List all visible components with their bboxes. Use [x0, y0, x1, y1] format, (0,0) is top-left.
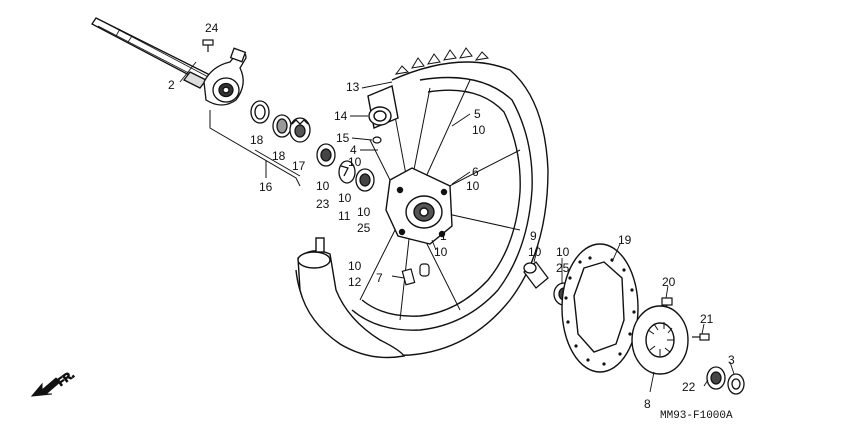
- callout-23: 23: [316, 197, 330, 211]
- callout-7: 7: [376, 271, 383, 285]
- callout-10-j: 10: [556, 245, 570, 259]
- callout-10-f: 10: [357, 205, 371, 219]
- callout-10-e: 10: [338, 191, 352, 205]
- callout-11: 11: [338, 209, 351, 223]
- callout-18-a: 18: [250, 133, 264, 147]
- callout-10-g: 10: [434, 245, 448, 259]
- callout-6: 6: [472, 165, 479, 179]
- side-collar-3: [727, 373, 745, 395]
- callout-13: 13: [346, 80, 360, 94]
- callout-10-i: 10: [528, 245, 542, 259]
- distance-collar-9: [523, 261, 549, 289]
- gear-retainer-17: [289, 117, 311, 143]
- pulser-ring-8: [631, 305, 689, 375]
- callout-22: 22: [682, 380, 696, 394]
- bracket-16: [209, 110, 301, 187]
- screw-21: [692, 333, 710, 341]
- callout-10-b: 10: [472, 123, 486, 137]
- callout-25-a: 25: [357, 221, 371, 235]
- collar-14: [367, 85, 399, 129]
- front-axle: [91, 17, 217, 89]
- callouts: 24 2 13 14 15 4 10 5 10 6 10 18 18 17 16…: [168, 21, 735, 411]
- screw-24: [202, 39, 214, 52]
- speedometer-gearbox: [203, 47, 247, 106]
- callout-10-a: 10: [348, 155, 362, 169]
- callout-17: 17: [292, 159, 306, 173]
- bearing-25a: [355, 168, 375, 192]
- callout-14: 14: [334, 109, 348, 123]
- callout-9: 9: [530, 229, 537, 243]
- washer-18a: [250, 100, 270, 124]
- callout-8: 8: [644, 397, 651, 411]
- brake-disc-19: [561, 243, 639, 373]
- callout-15: 15: [336, 131, 350, 145]
- leader-lines: [179, 61, 735, 393]
- callout-18-b: 18: [272, 149, 286, 163]
- seal-18b: [272, 114, 292, 138]
- callout-4: 4: [350, 143, 357, 157]
- callout-5: 5: [474, 107, 481, 121]
- callout-10-d: 10: [316, 179, 330, 193]
- callout-19: 19: [618, 233, 632, 247]
- callout-24: 24: [205, 21, 219, 35]
- callout-12: 12: [348, 275, 362, 289]
- dust-seal-11: [338, 160, 356, 184]
- callout-20: 20: [662, 275, 676, 289]
- wheel-hub: [385, 167, 453, 245]
- callout-25-b: 25: [556, 261, 570, 275]
- callout-16: 16: [259, 180, 273, 194]
- bearing-23: [316, 143, 336, 167]
- front-direction-arrow: FR.: [30, 368, 77, 397]
- figure-code: MM93-F1000A: [660, 410, 733, 422]
- callout-10-h: 10: [348, 259, 362, 273]
- front-tire: [295, 47, 549, 357]
- nipple-15: [372, 136, 382, 144]
- valve-cap-7: [401, 263, 430, 286]
- callout-2: 2: [168, 78, 175, 92]
- dust-seal-22: [706, 366, 726, 390]
- callout-3: 3: [728, 353, 735, 367]
- callout-1: 1: [440, 229, 447, 243]
- callout-10-c: 10: [466, 179, 480, 193]
- direction-label: FR.: [55, 369, 76, 389]
- callout-21: 21: [700, 312, 714, 326]
- tube-section-12: [297, 237, 406, 359]
